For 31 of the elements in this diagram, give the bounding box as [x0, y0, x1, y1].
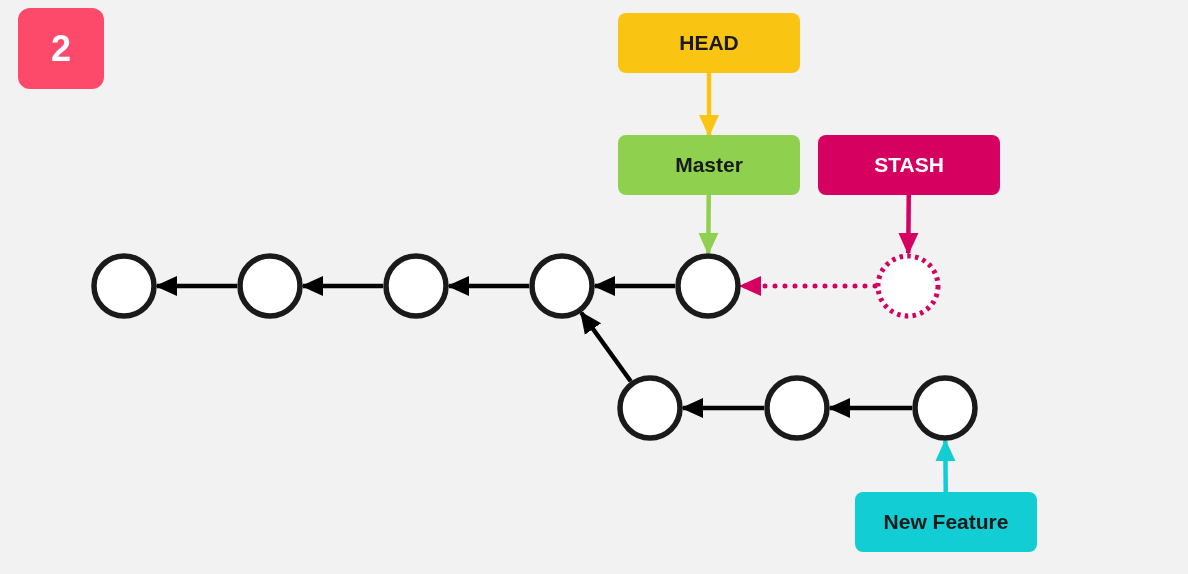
arrow [593, 276, 675, 296]
arrow [828, 398, 912, 418]
branch-label-box [618, 135, 800, 195]
arrow [447, 276, 529, 296]
commit-circle [237, 253, 303, 319]
commit-circle [912, 375, 978, 441]
stash-label-box [818, 135, 1000, 195]
label-text: HEAD [679, 31, 739, 55]
stashed-commit-circle [875, 253, 941, 319]
pointer-label-box [618, 13, 800, 73]
arrow [738, 276, 878, 296]
label-text: Master [675, 153, 743, 177]
commit-circle [91, 253, 157, 319]
arrow [699, 73, 719, 137]
commit-circle [529, 253, 595, 319]
step-badge [18, 8, 104, 89]
arrow [935, 439, 956, 493]
commit-circle [617, 375, 683, 441]
branch-label-box [855, 492, 1037, 552]
arrow [898, 195, 919, 255]
label-text: New Feature [883, 510, 1009, 534]
arrow [698, 195, 719, 255]
commit-circle [675, 253, 741, 319]
arrow [579, 311, 633, 383]
arrow [681, 398, 764, 418]
arrow [155, 276, 237, 296]
arrow [301, 276, 383, 296]
commit-circle [383, 253, 449, 319]
commit-circle [764, 375, 830, 441]
step-number: 2 [51, 27, 71, 70]
label-text: STASH [874, 153, 944, 177]
